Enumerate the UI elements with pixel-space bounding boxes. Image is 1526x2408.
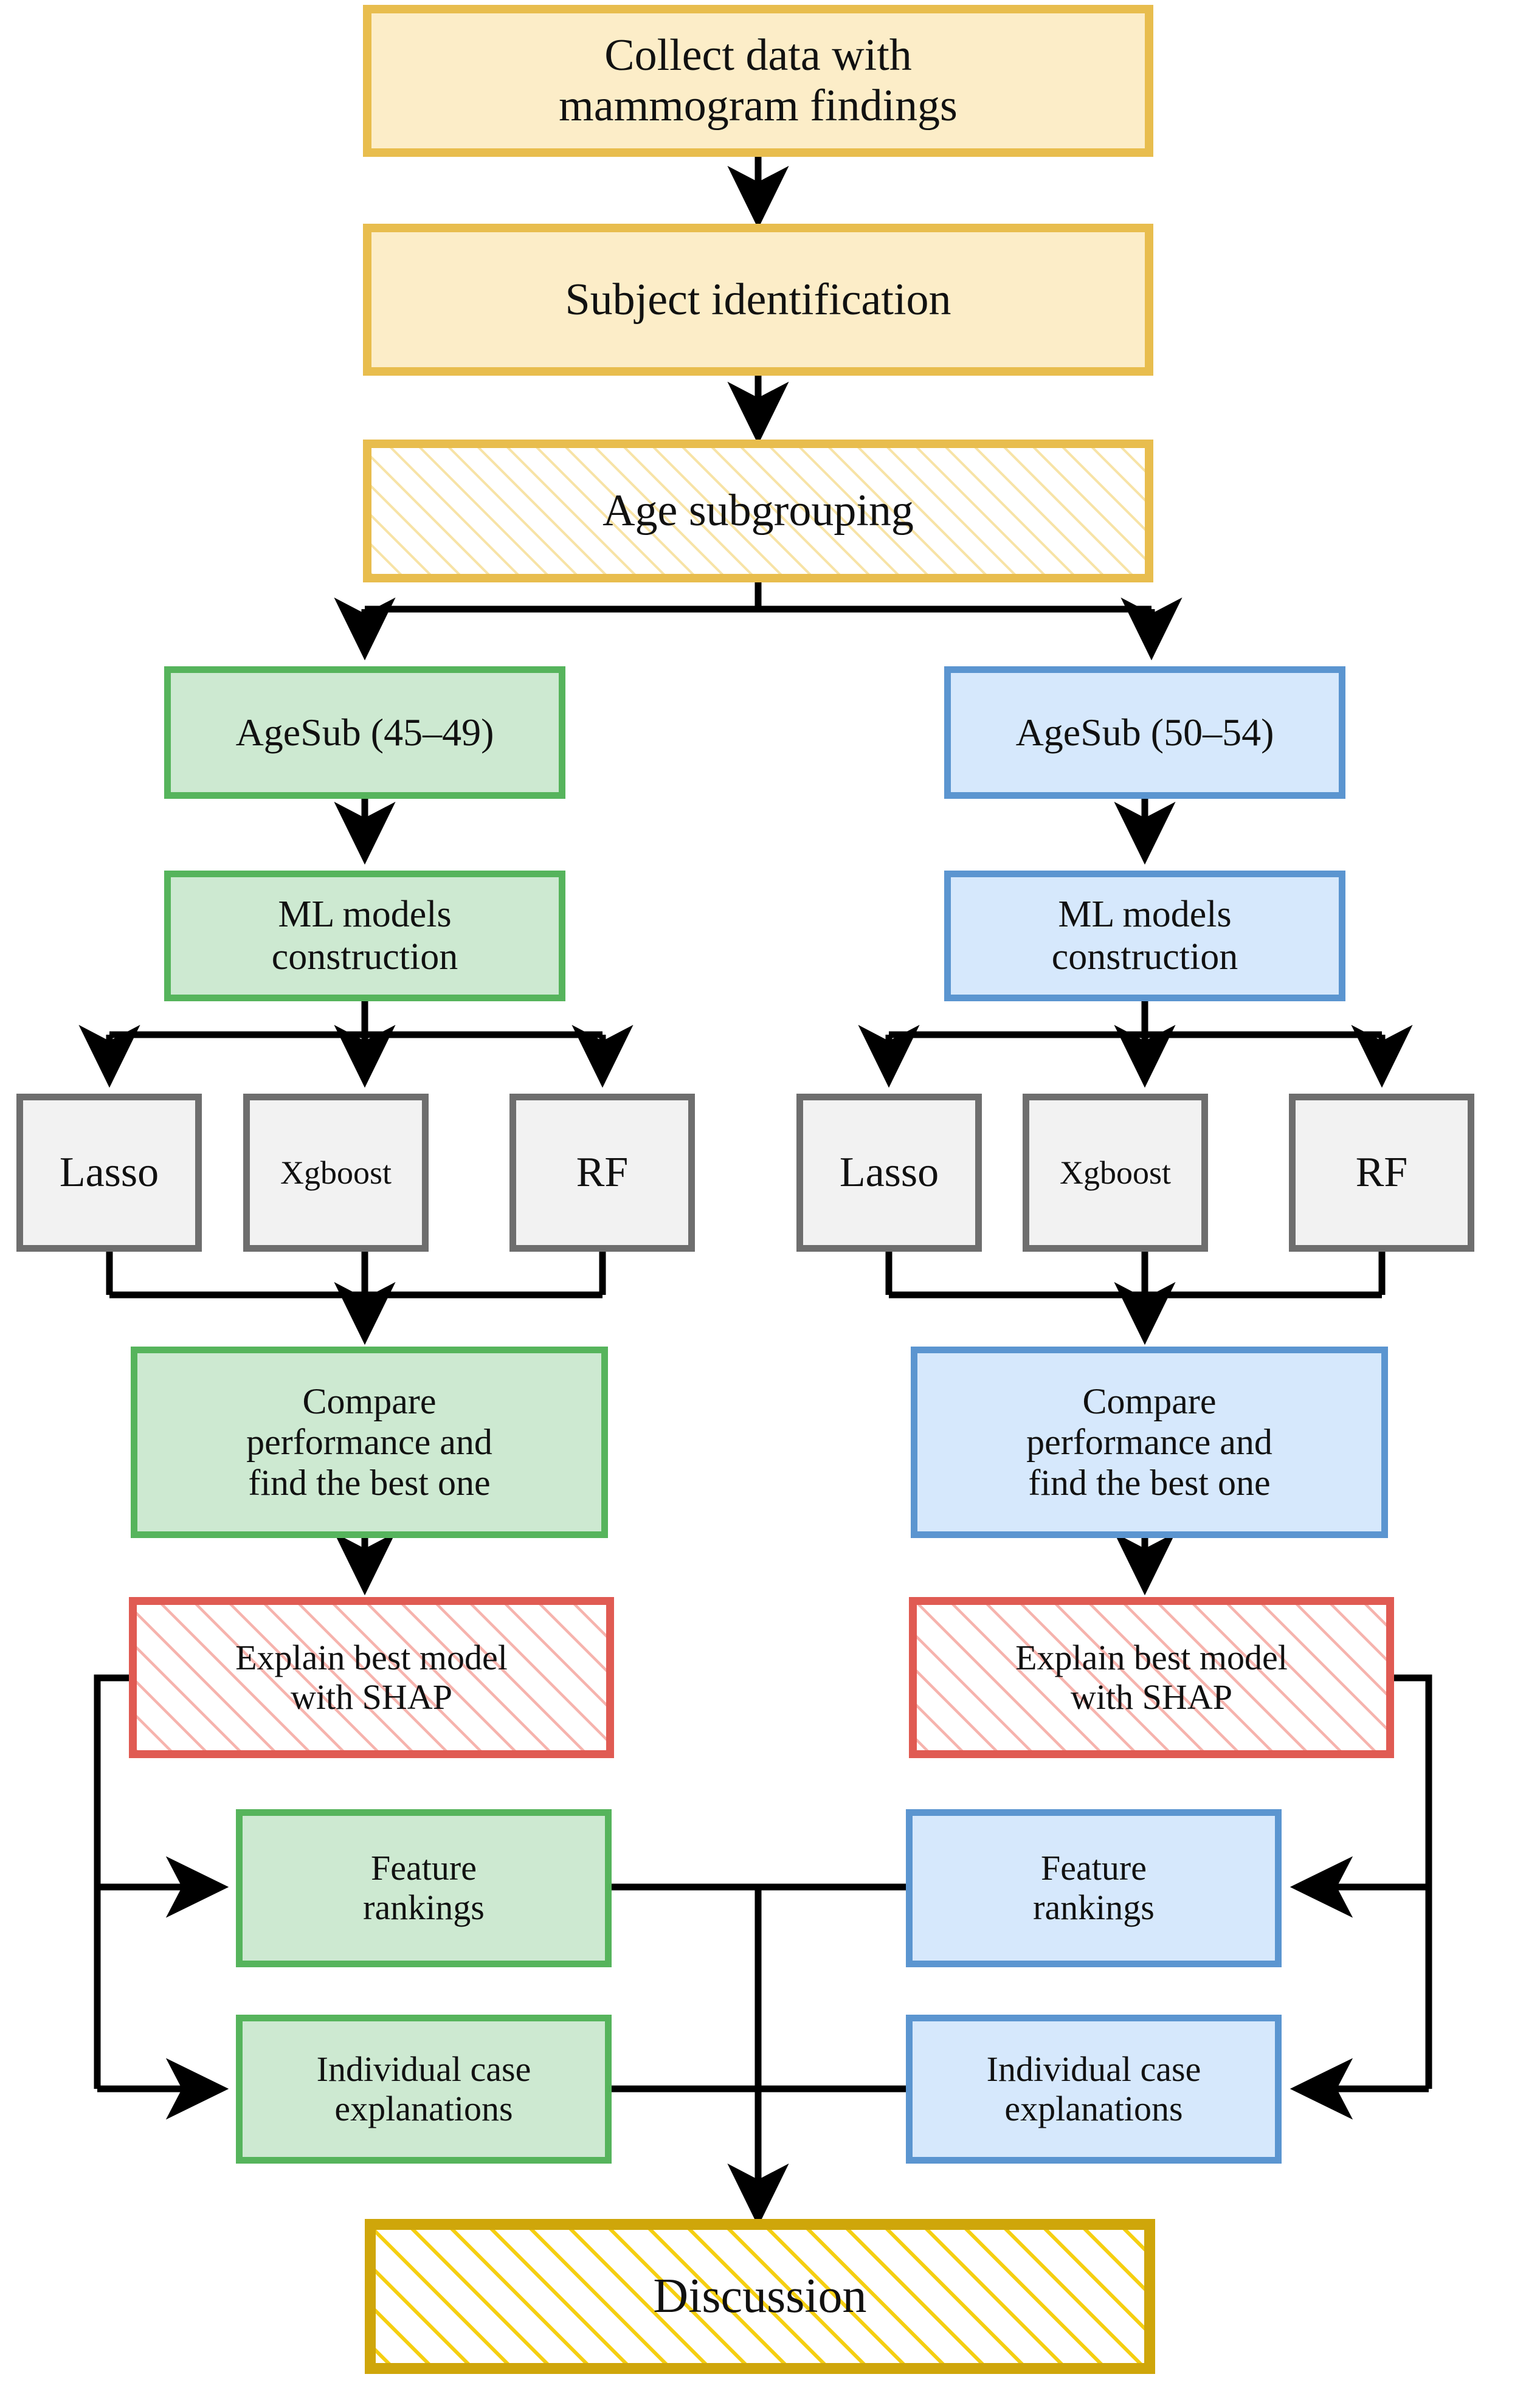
node-discussion — [365, 2219, 1155, 2374]
node-shap45 — [129, 1597, 614, 1758]
node-subject — [363, 224, 1153, 376]
node-feat50 — [906, 1809, 1282, 1967]
node-shape-layer — [16, 5, 1474, 2374]
node-cmp45 — [131, 1347, 608, 1538]
node-indiv45 — [236, 2015, 612, 2164]
node-indiv50 — [906, 2015, 1282, 2164]
edge-ml45-fanout-bus — [109, 1001, 602, 1038]
node-xgb45 — [243, 1094, 429, 1252]
node-agesub45 — [164, 666, 565, 799]
node-agesub50 — [944, 666, 1345, 799]
node-ml50 — [944, 871, 1345, 1001]
node-cmp50 — [911, 1347, 1388, 1538]
node-rf50 — [1289, 1094, 1474, 1252]
node-shap50 — [909, 1597, 1394, 1758]
node-feat45 — [236, 1809, 612, 1967]
node-lasso50 — [796, 1094, 982, 1252]
connector-layer — [78, 157, 1432, 2227]
edge-shap50-bus-right — [1394, 1674, 1432, 2089]
node-rf45 — [509, 1094, 695, 1252]
edge-models45-fanin-bus — [106, 1252, 606, 1299]
edge-models50-fanin-bus — [885, 1252, 1386, 1299]
node-collect — [363, 5, 1153, 157]
edge-ml50-fanout-bus — [889, 1001, 1382, 1038]
node-xgb50 — [1023, 1094, 1208, 1252]
edge-agegroup-split — [365, 582, 1151, 613]
node-agegroup — [363, 440, 1153, 582]
edge-shap45-bus-left — [94, 1674, 129, 2089]
node-lasso45 — [16, 1094, 202, 1252]
node-ml45 — [164, 871, 565, 1001]
